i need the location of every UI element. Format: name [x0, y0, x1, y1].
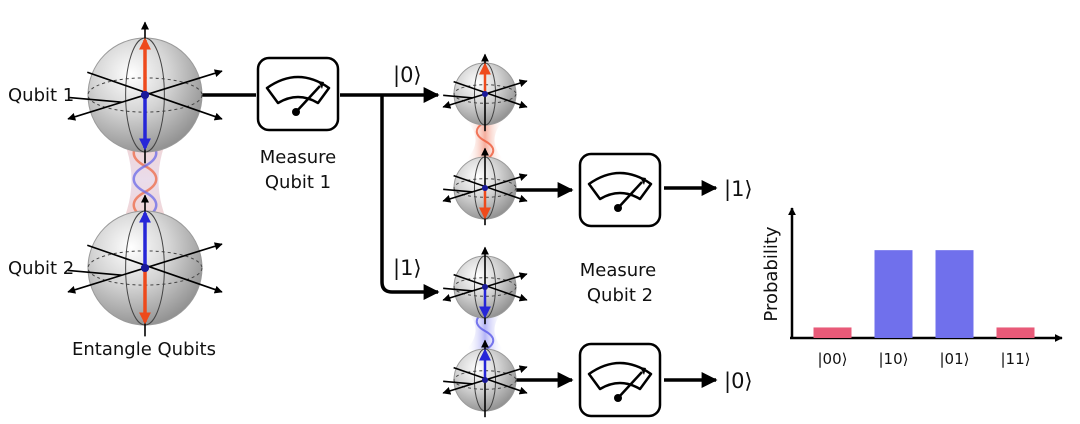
- chart-ylabel: Probability: [761, 226, 782, 321]
- bloch-sphere-icon: [67, 21, 223, 164]
- entangle-label: Entangle Qubits: [72, 339, 216, 360]
- chart-bar: [996, 327, 1035, 338]
- measure2-label-line1: Measure: [580, 260, 657, 281]
- chart-tick-label: |01⟩: [940, 350, 970, 368]
- bloch-sphere-icon: [67, 194, 223, 337]
- bloch-sphere-icon: [442, 53, 528, 132]
- bloch-sphere-icon: [442, 147, 528, 226]
- entanglement-link-main: [118, 128, 172, 232]
- chart-bar: [813, 327, 852, 338]
- chart-tick-label: |10⟩: [879, 350, 909, 368]
- chart-bar: [874, 250, 913, 338]
- wire-branch-down: [380, 95, 440, 300]
- bloch-sphere-icon: [442, 339, 528, 418]
- chart-bar: [935, 250, 974, 338]
- chart-tick-label: |00⟩: [818, 350, 848, 368]
- qubit2-label: Qubit 2: [8, 258, 74, 279]
- measure2-label-line2: Qubit 2: [587, 285, 653, 306]
- ket-result-bottom: |0⟩: [724, 369, 753, 394]
- entanglement-link-top: [466, 120, 504, 161]
- meter-icon: [256, 56, 340, 132]
- measure1-label-line1: Measure: [260, 147, 337, 168]
- ket-branch1: |1⟩: [393, 256, 422, 281]
- probability-bar-chart: Probability |00⟩ |10⟩ |01⟩ |11⟩: [761, 207, 1063, 368]
- meter-icon: [578, 342, 662, 418]
- ket-result-top: |1⟩: [724, 177, 753, 202]
- ket-branch0: |0⟩: [393, 63, 422, 88]
- measure1-label-line2: Qubit 1: [265, 172, 331, 193]
- bloch-sphere-icon: [442, 246, 528, 325]
- qubit1-label: Qubit 1: [8, 85, 74, 106]
- meter-icon: [578, 152, 662, 228]
- chart-tick-label: |11⟩: [1001, 350, 1031, 368]
